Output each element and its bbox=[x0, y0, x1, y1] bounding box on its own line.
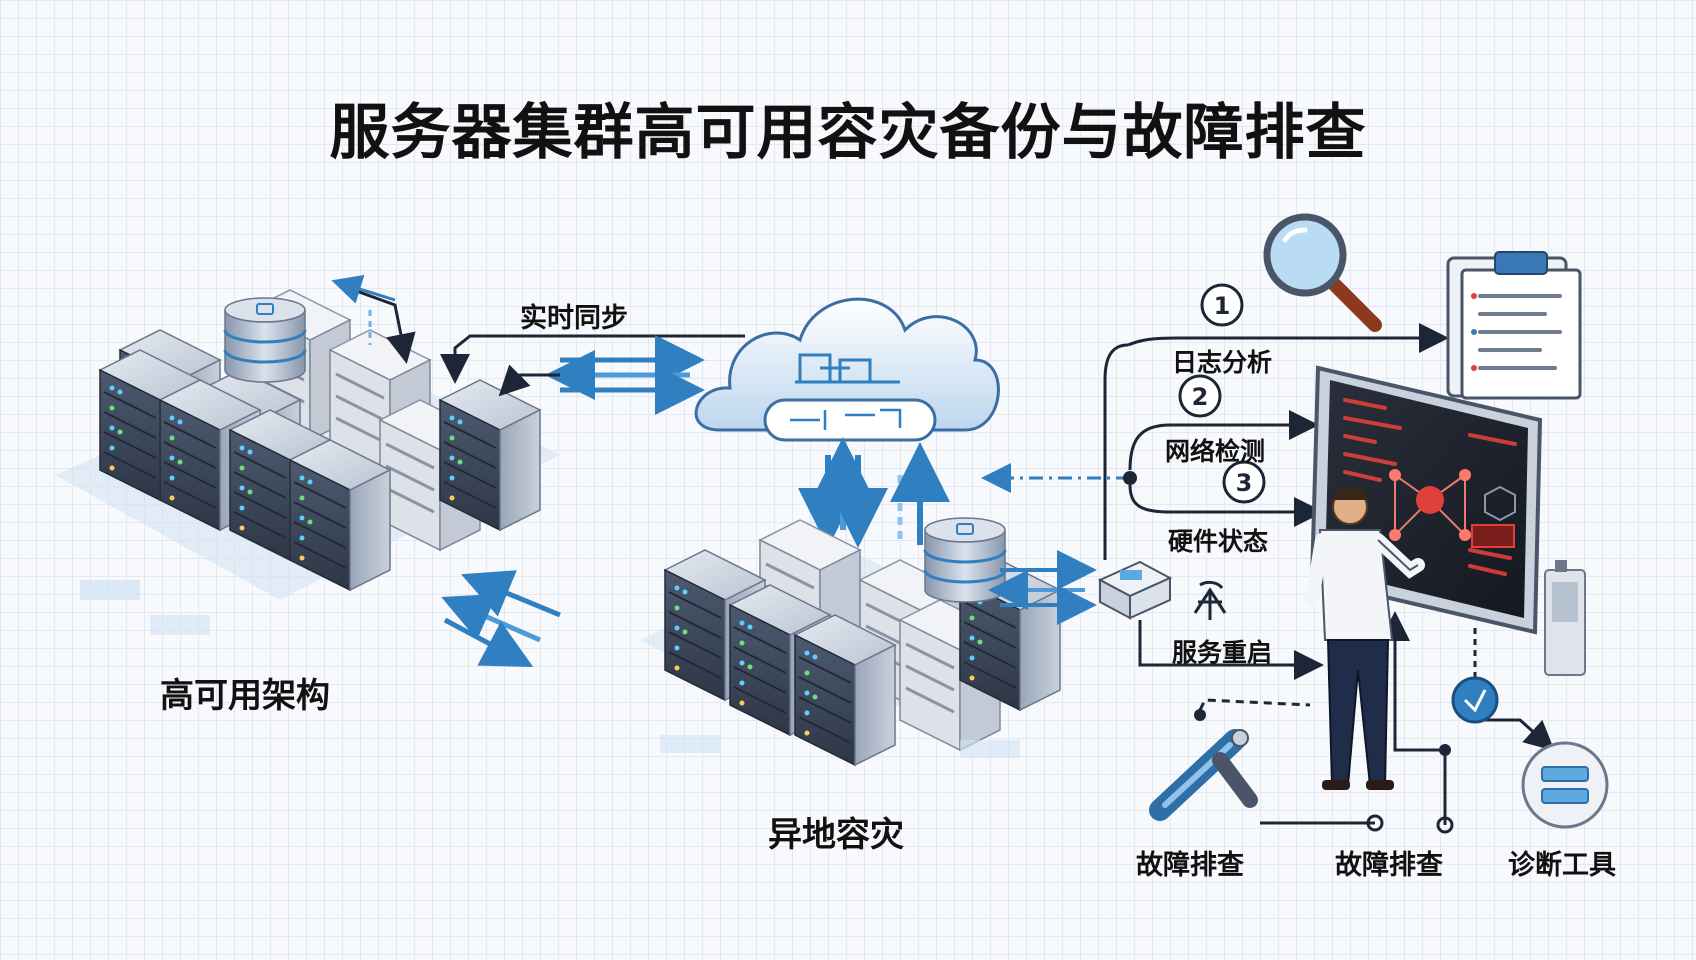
bottom-label-diagnostic-tools: 诊断工具 bbox=[1508, 850, 1616, 881]
cloud-dr-arrows bbox=[798, 437, 950, 548]
disaster-recovery-label: 异地容灾 bbox=[768, 815, 904, 855]
dr-cluster bbox=[640, 516, 1061, 766]
magnifier-icon bbox=[1263, 213, 1382, 332]
gauge-icon bbox=[1451, 676, 1499, 724]
ha-database-icon bbox=[223, 296, 307, 384]
bottom-label-troubleshoot-2: 故障排查 bbox=[1335, 850, 1443, 881]
dr-database-icon bbox=[923, 516, 1007, 604]
bottom-label-troubleshoot-1: 故障排查 bbox=[1136, 850, 1244, 881]
technician-figure bbox=[1305, 487, 1425, 790]
step-badge-3: 3 bbox=[1222, 460, 1266, 504]
sync-connector bbox=[440, 334, 745, 415]
step-badge-3-text: 3 bbox=[1236, 469, 1253, 497]
step-label-network-check: 网络检测 bbox=[1165, 437, 1266, 466]
page-title: 服务器集群高可用容灾备份与故障排查 bbox=[329, 98, 1367, 168]
ha-cluster bbox=[55, 274, 561, 668]
step-badge-1: 1 bbox=[1200, 283, 1244, 327]
service-restart-label: 服务重启 bbox=[1172, 638, 1273, 667]
network-switch-icon bbox=[1097, 560, 1173, 620]
diagnostic-tool-icon bbox=[1521, 741, 1609, 829]
step-badge-2: 2 bbox=[1178, 374, 1222, 418]
diagnostic-device-icon bbox=[1544, 560, 1586, 676]
clipboard-icon bbox=[1446, 251, 1582, 400]
step-label-log-analysis: 日志分析 bbox=[1172, 348, 1273, 377]
restart-icon bbox=[1193, 580, 1227, 620]
step-badge-1-text: 1 bbox=[1214, 292, 1231, 320]
step-label-hardware-status: 硬件状态 bbox=[1168, 527, 1269, 556]
realtime-sync-label: 实时同步 bbox=[520, 303, 628, 334]
troubleshoot-lines bbox=[981, 323, 1555, 834]
wrench-icon bbox=[1149, 729, 1258, 821]
ha-architecture-label: 高可用架构 bbox=[160, 676, 330, 716]
cloud-icon bbox=[694, 297, 1000, 442]
step-badge-2-text: 2 bbox=[1192, 383, 1209, 411]
